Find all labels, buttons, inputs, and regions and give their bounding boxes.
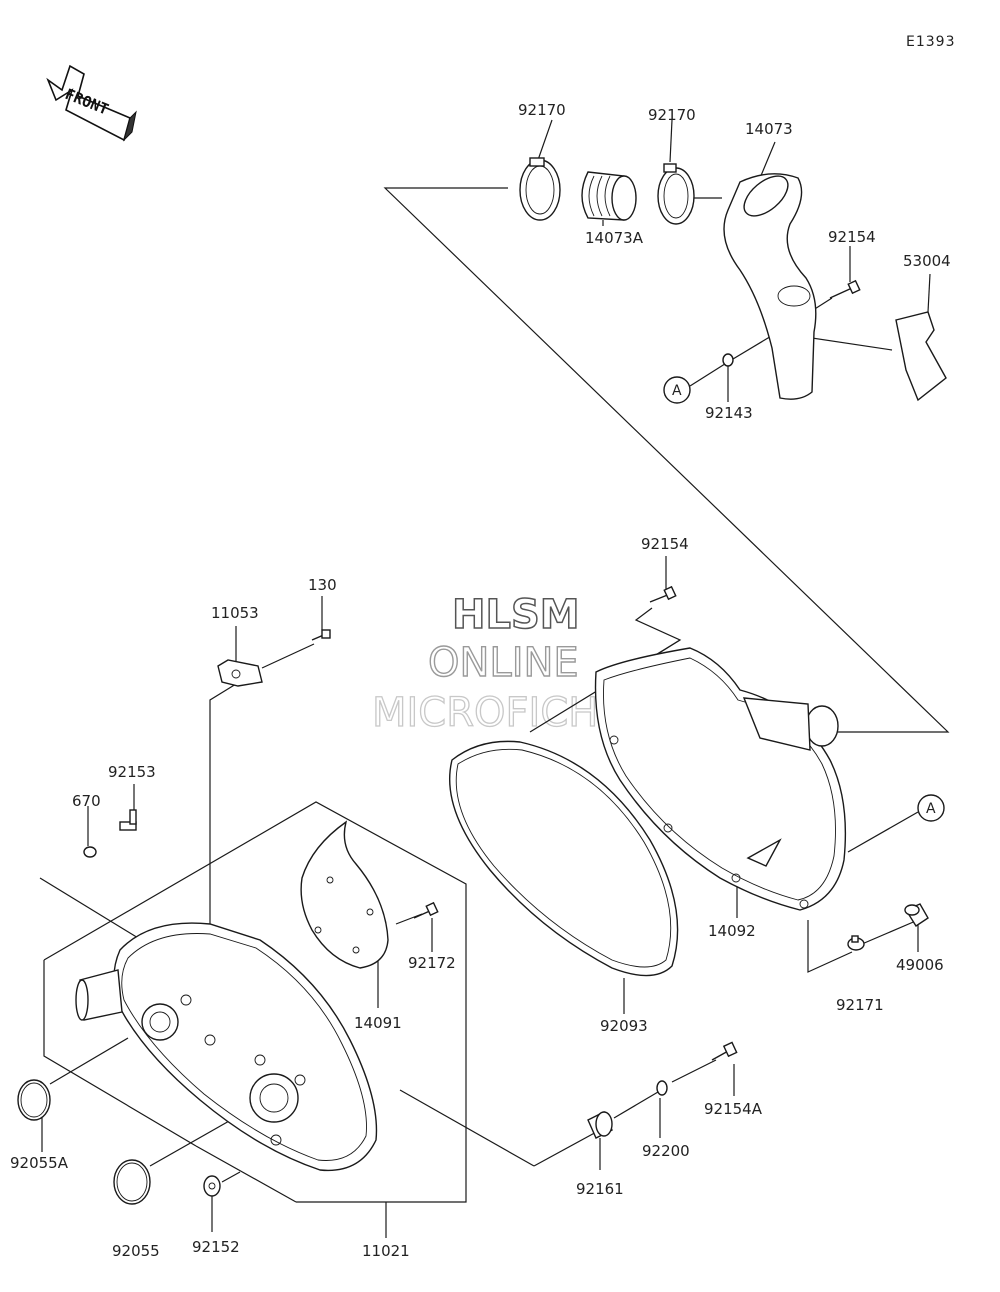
label-11053: 11053 — [211, 604, 259, 622]
label-92154-middle: 92154 — [641, 535, 689, 553]
o-ring-92055 — [113, 1159, 151, 1205]
svg-text:A: A — [926, 801, 936, 817]
bolt-92153 — [119, 809, 137, 831]
label-92093: 92093 — [600, 1017, 648, 1035]
bolt-92154A — [711, 1041, 738, 1061]
label-53004: 53004 — [903, 252, 951, 270]
outer-cover-14092 — [594, 647, 847, 911]
bracket-11053 — [217, 659, 263, 687]
label-49006: 49006 — [896, 956, 944, 974]
bolt-92154-middle — [649, 585, 677, 603]
o-ring-92055A — [17, 1079, 51, 1121]
ref-circle-a-lower: A — [917, 794, 945, 822]
washer-92200 — [656, 1080, 668, 1096]
plug-92152 — [203, 1175, 221, 1197]
label-92171: 92171 — [836, 996, 884, 1014]
label-92152: 92152 — [192, 1238, 240, 1256]
bolt-92154-upper — [829, 279, 861, 299]
label-92200: 92200 — [642, 1142, 690, 1160]
label-92153: 92153 — [108, 763, 156, 781]
cap-49006 — [904, 903, 929, 927]
label-sticker-53004 — [895, 311, 947, 402]
ring-670 — [83, 846, 97, 858]
clamp-92170-right — [657, 163, 695, 225]
svg-text:HLSM: HLSM — [452, 592, 580, 638]
svg-text:ONLINE: ONLINE — [428, 640, 579, 686]
label-92154A: 92154A — [704, 1100, 763, 1118]
label-14073A: 14073A — [585, 229, 644, 247]
shield-plate-14091 — [300, 820, 389, 969]
label-92161: 92161 — [576, 1180, 624, 1198]
label-92172: 92172 — [408, 954, 456, 972]
label-14092: 14092 — [708, 922, 756, 940]
label-130: 130 — [308, 576, 337, 594]
label-92154-upper: 92154 — [828, 228, 876, 246]
label-92143: 92143 — [705, 404, 753, 422]
ref-circle-a-upper: A — [663, 376, 691, 404]
label-670: 670 — [72, 792, 101, 810]
gasket-92093 — [449, 740, 679, 977]
label-92055A: 92055A — [10, 1154, 69, 1172]
clamp-92170-left — [519, 157, 561, 221]
part-labels: 92170 92170 14073 14073A 92154 53004 921… — [10, 101, 951, 1260]
watermark: HLSM ONLINE MICROFICHE — [371, 591, 624, 736]
grommet-92161 — [587, 1111, 613, 1139]
label-14091: 14091 — [354, 1014, 402, 1032]
label-11021: 11021 — [362, 1242, 410, 1260]
svg-text:A: A — [672, 383, 682, 399]
label-14073: 14073 — [745, 120, 793, 138]
front-arrow-icon: FRONT — [46, 64, 137, 142]
inner-cover-11021 — [75, 922, 378, 1172]
washer-92143 — [722, 353, 734, 367]
intake-duct-14073 — [723, 173, 817, 400]
bolt-130 — [311, 629, 331, 641]
clamp-92171 — [847, 935, 865, 951]
diagram-code: E1393 — [906, 34, 955, 50]
label-92170-right: 92170 — [648, 106, 696, 124]
label-92170-left: 92170 — [518, 101, 566, 119]
duct-sleeve-14073A — [581, 171, 637, 221]
svg-text:MICROFICHE: MICROFICHE — [372, 690, 624, 736]
bolt-92172 — [413, 901, 439, 919]
label-92055: 92055 — [112, 1242, 160, 1260]
